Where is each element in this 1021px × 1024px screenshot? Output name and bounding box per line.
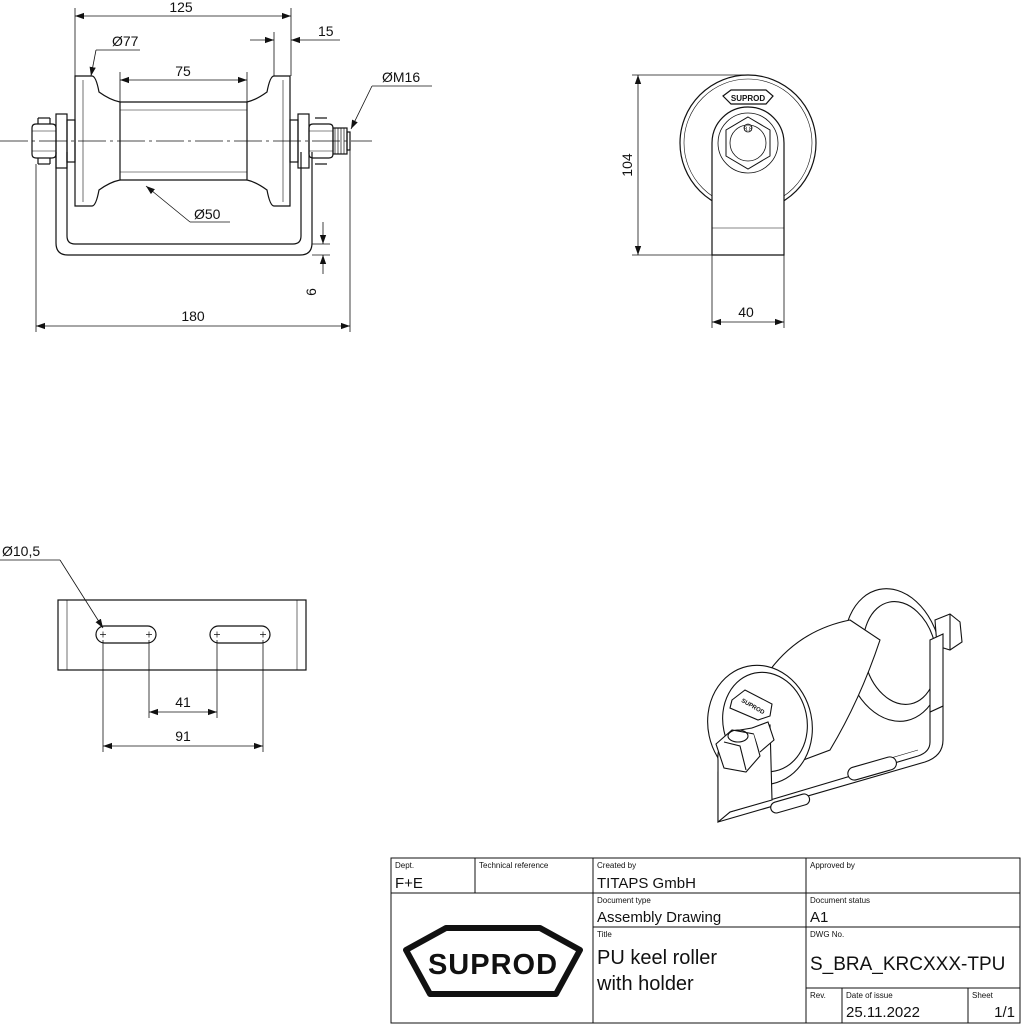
front-dimensions [35,8,432,332]
title-line-2: with holder [596,973,694,995]
dim-91: 91 [175,728,191,744]
sheet-label: Sheet [972,991,994,1000]
right-nut [308,123,334,159]
dim-180: 180 [181,308,205,324]
side-dimension-labels: 104 40 [619,153,754,320]
title-line-1: PU keel roller [597,947,717,969]
holder-bracket [55,152,313,256]
doc-type-label: Document type [597,896,651,905]
side-logo-text: SUPROD [731,94,765,103]
title-block [390,857,1021,1024]
front-dimension-labels: 125 Ø77 15 75 ØM16 Ø50 6 180 [112,0,420,324]
date-value: 25.11.2022 [846,1004,920,1021]
iso-bolt [715,729,761,773]
bottom-view [57,599,307,671]
created-by-value: TITAPS GmbH [597,875,696,892]
front-view [0,75,372,256]
sheet-value: 1/1 [994,1004,1015,1021]
tech-ref-label: Technical reference [479,861,549,870]
logo-text: SUPROD [428,949,558,981]
dim-40: 40 [738,304,754,320]
dwg-label: DWG No. [810,930,844,939]
slot-left [95,625,157,644]
side-dimensions [632,74,785,328]
dim-thread: ØM16 [382,69,420,85]
base-plate [57,599,307,671]
slot-right [209,625,271,644]
bottom-dimensions [0,559,264,752]
isometric-view: SUPROD [707,588,963,824]
rev-label: Rev. [810,991,826,1000]
bottom-dimension-labels: Ø10,5 41 91 [2,543,191,744]
dim-104: 104 [619,153,635,177]
dim-core-diameter: Ø50 [194,206,221,222]
created-by-label: Created by [597,861,636,870]
doc-status-label: Document status [810,896,870,905]
dim-41: 41 [175,694,191,710]
doc-status-value: A1 [810,909,828,926]
side-nut [725,116,771,170]
title-label: Title [597,930,612,939]
date-label: Date of issue [846,991,893,1000]
dim-75: 75 [175,63,191,79]
dim-flange-diameter: Ø77 [112,33,139,49]
dim-slot-diameter: Ø10,5 [2,543,40,559]
doc-type-value: Assembly Drawing [597,909,721,926]
dwg-value: S_BRA_KRCXXX-TPU [810,954,1005,975]
suprod-logo: SUPROD [403,925,583,997]
dim-125: 125 [169,0,193,15]
left-nut [31,123,57,159]
dept-label: Dept. [395,861,414,870]
svg-text:8.8: 8.8 [744,127,753,133]
dept-value: F+E [395,875,423,892]
approved-by-label: Approved by [810,861,855,870]
dim-15: 15 [318,23,334,39]
title-block-text: Dept. F+E Technical reference Created by… [395,861,1015,1021]
dim-6: 6 [303,288,319,296]
side-view: 8.8 SUPROD [679,74,817,256]
